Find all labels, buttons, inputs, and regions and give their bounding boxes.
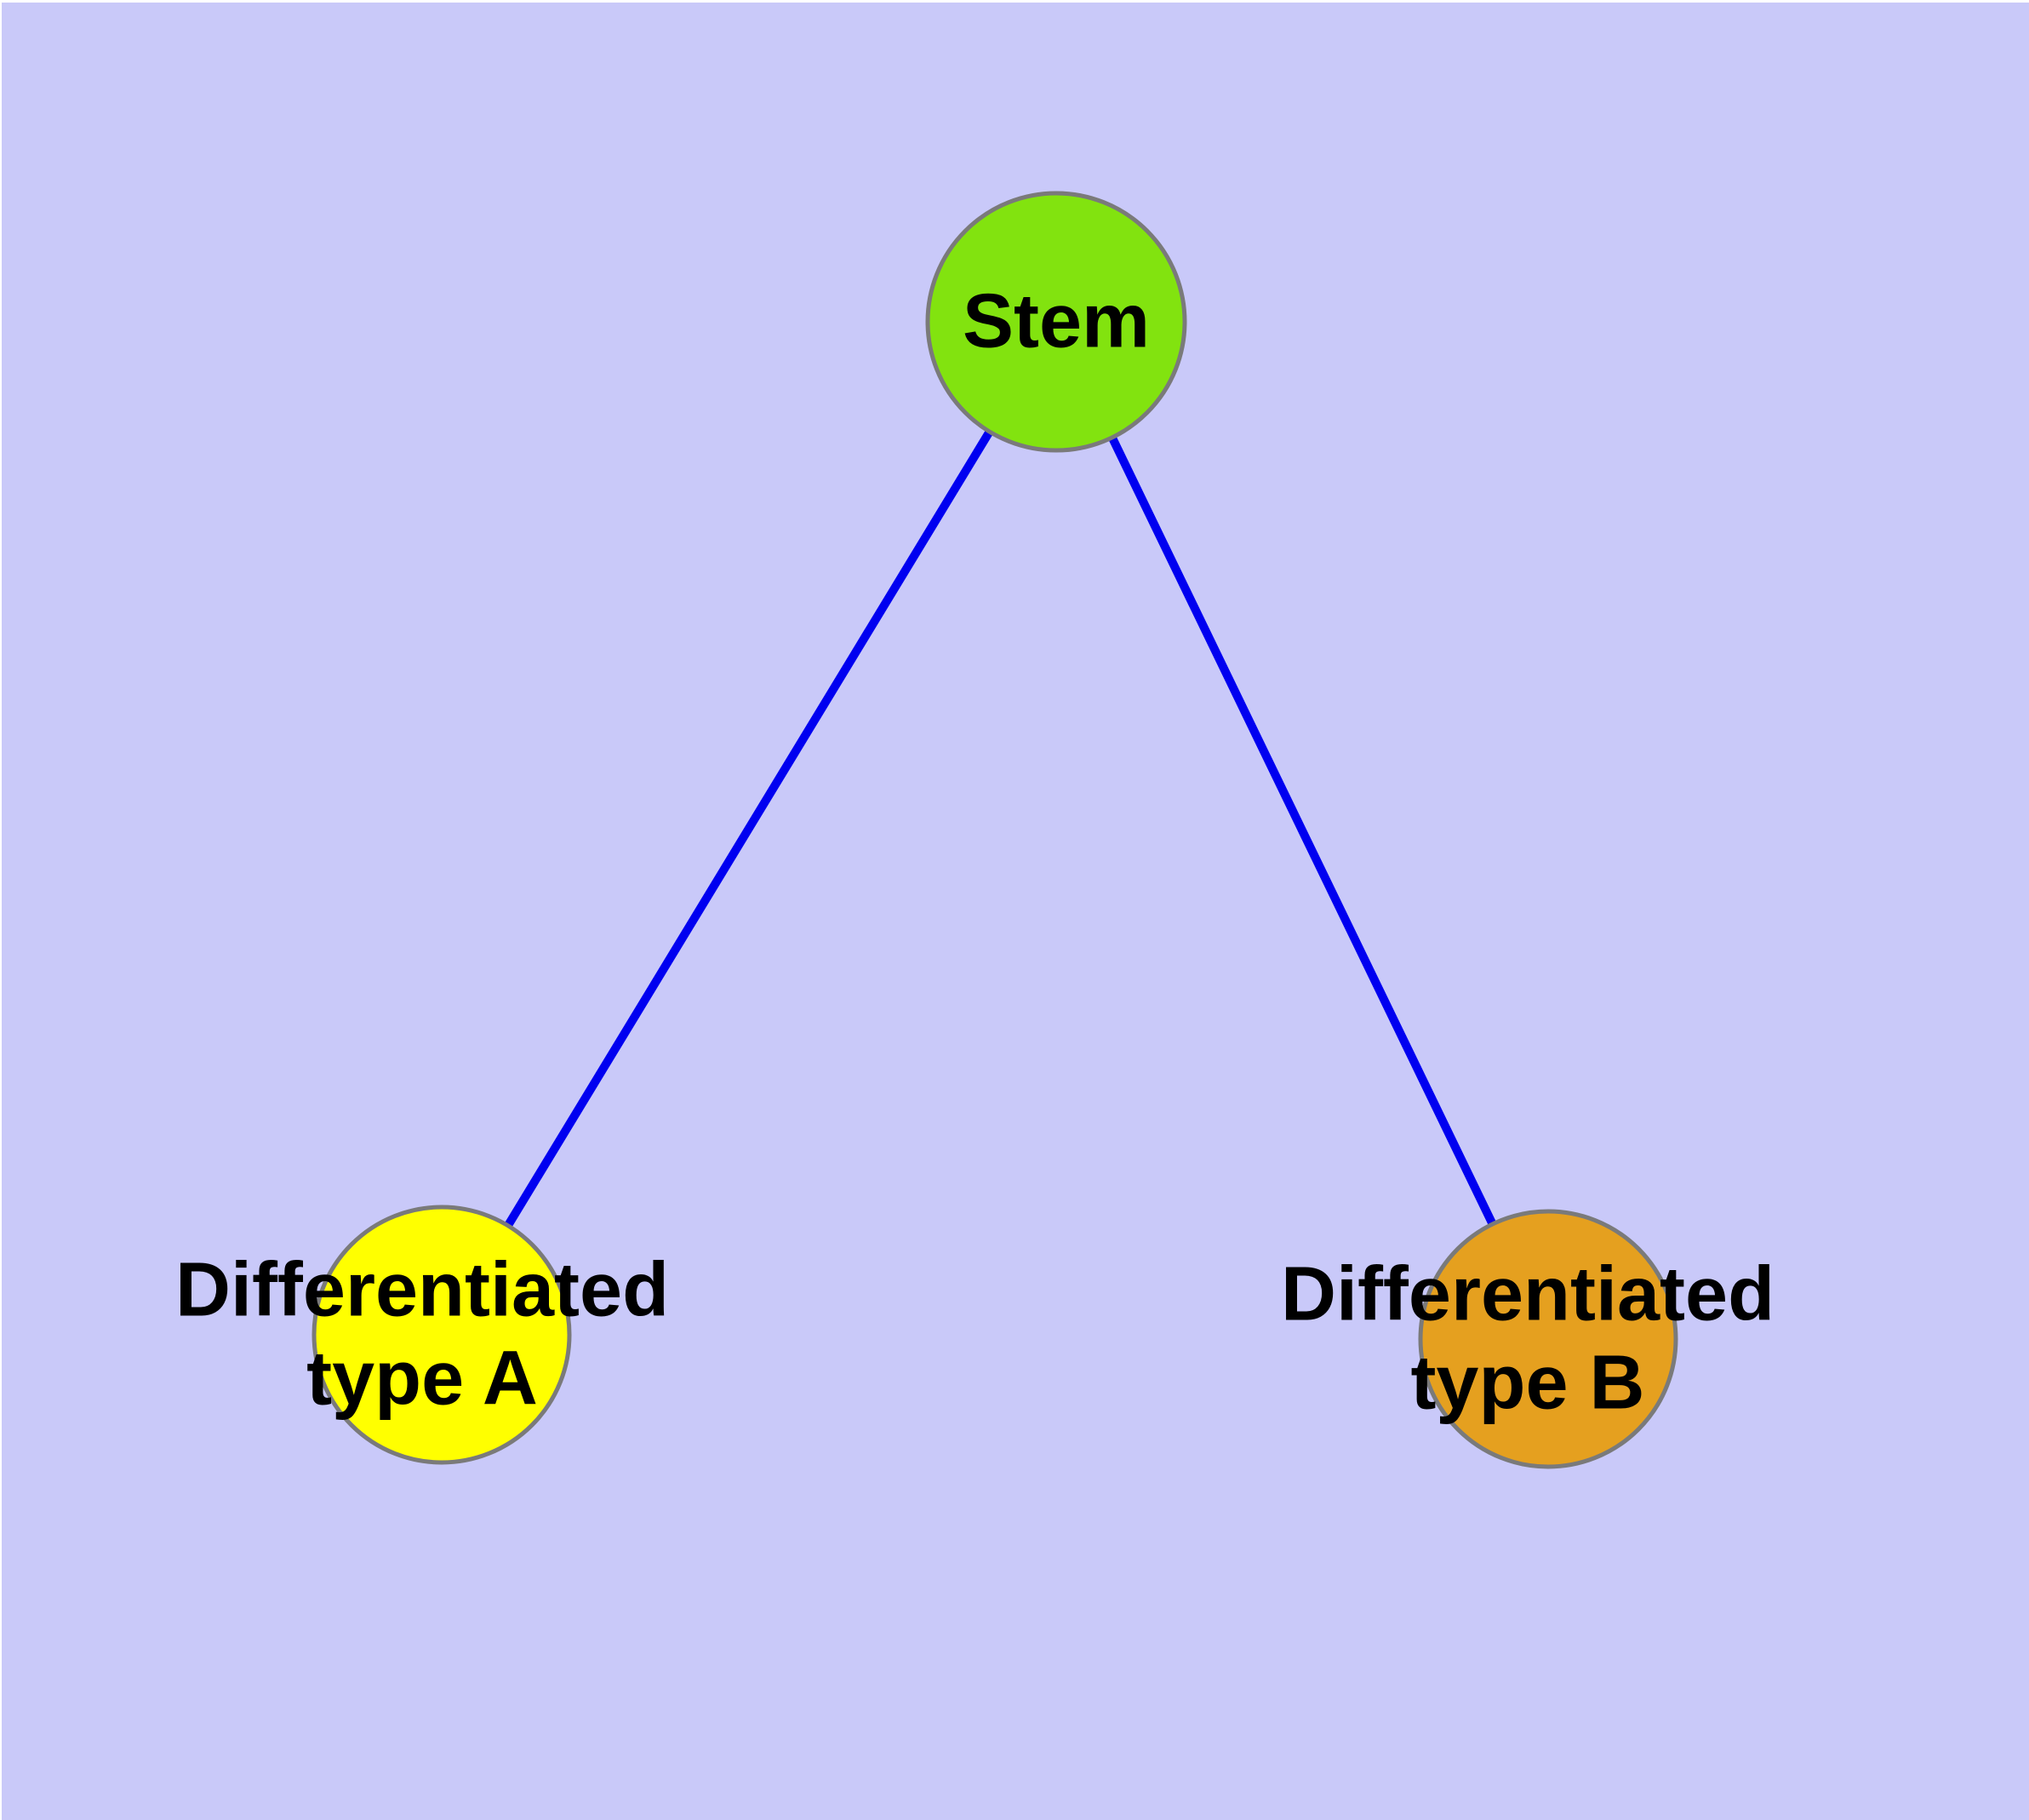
- edge-stem-to-differentiated-a: [437, 319, 1060, 1337]
- node-differentiated-type-a: [311, 1205, 572, 1465]
- node-differentiated-type-b: [1418, 1209, 1678, 1469]
- node-label-differentiated-type-a: Differentiated type A: [174, 1247, 670, 1422]
- node-stem: [925, 191, 1187, 453]
- node-label-stem: Stem: [962, 278, 1151, 364]
- diagram-canvas: Stem Differentiated type A Differentiate…: [2, 3, 2029, 1820]
- node-label-differentiated-type-b: Differentiated type B: [1280, 1251, 1775, 1426]
- edge-stem-to-differentiated-b: [1052, 319, 1552, 1342]
- graph-svg: [311, 191, 1678, 1469]
